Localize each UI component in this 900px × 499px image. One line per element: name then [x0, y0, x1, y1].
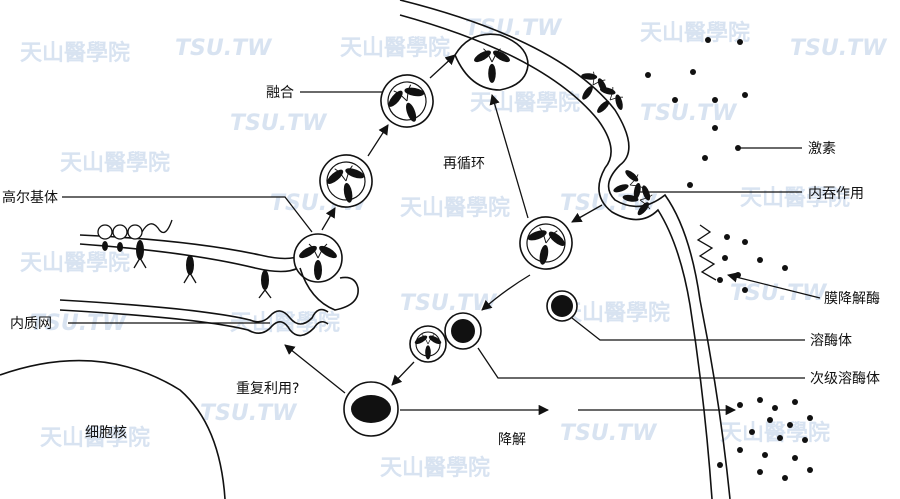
watermark-brand: 天山醫學院: [400, 195, 510, 221]
fusion-lysosome: [444, 312, 482, 350]
watermark-site: TSU.TW: [200, 401, 298, 426]
watermark-site: TSU.TW: [730, 281, 828, 306]
plasma-membrane-inner: [399, 14, 713, 499]
arrow-golgi-to-vesicle1: [321, 207, 336, 231]
watermark-brand: 天山醫學院: [40, 425, 150, 451]
label-lysosome: 溶酶体: [810, 333, 852, 349]
golgi-receptors: [97, 219, 272, 299]
watermark-brand: 天山醫學院: [720, 420, 830, 446]
watermark-brand: 天山醫學院: [470, 90, 580, 116]
label-membrane-protease: 膜降解酶: [824, 291, 880, 307]
watermark-site: TSU.TW: [230, 111, 328, 136]
watermark-brand: 天山醫學院: [560, 300, 670, 326]
watermark-brand: 天山醫學院: [740, 185, 850, 211]
watermark-brand: 天山醫學院: [20, 250, 130, 276]
arrow-reuse: [284, 344, 346, 394]
label-endocytosis: 内吞作用: [808, 186, 864, 202]
label-reuse: 重复利用?: [236, 380, 299, 397]
watermark-brand: 天山醫學院: [20, 40, 130, 66]
watermark-site: TSU.TW: [175, 36, 273, 61]
label-golgi: 高尔基体: [2, 189, 58, 206]
hormone-particles: [645, 37, 813, 481]
lysosome: [546, 290, 578, 322]
nucleus-membrane: [0, 359, 226, 499]
label-nucleus: 细胞核: [85, 425, 127, 441]
secondary-lysosome: [343, 381, 399, 437]
label-hormone: 激素: [808, 140, 836, 157]
endosome-vesicle: [516, 213, 576, 273]
golgi-vesicle: [293, 233, 343, 283]
watermark-site: TSU.TW: [790, 36, 888, 61]
label-fusion: 融合: [266, 85, 294, 101]
leader-lines: [62, 91, 805, 379]
arrow-recycle: [489, 94, 529, 219]
label-degradation: 降解: [498, 432, 526, 448]
arrow-vesicle2-to-membrane: [429, 54, 456, 79]
watermark-layer: 天山醫學院 TSU.TW 天山醫學院 TSU.TW 天山醫學院 TSU.TW 天…: [20, 16, 888, 481]
arrow-endosome-to-fusion: [481, 274, 531, 311]
golgi-membrane-lower: [79, 243, 299, 273]
watermark-site: TSU.TW: [560, 421, 658, 446]
arrow-vesicle1-to-vesicle2: [367, 124, 389, 157]
er-membrane-upper: [59, 299, 329, 325]
fusion-endosome: [409, 325, 447, 363]
pathway-arrows: [284, 54, 821, 416]
fusing-vesicle: [454, 33, 529, 91]
golgi-bud: [299, 267, 359, 311]
watermark-site: TSU.TW: [640, 101, 738, 126]
watermark-brand: 天山醫學院: [380, 455, 490, 481]
label-recycle: 再循环: [443, 156, 485, 172]
watermark-brand: 天山醫學院: [340, 35, 450, 61]
watermark-brand: 天山醫學院: [60, 150, 170, 176]
label-secondary-lysosome: 次级溶酶体: [810, 371, 880, 387]
er-membrane-lower: [59, 309, 329, 337]
plasma-membrane-outer: [399, 0, 731, 499]
arrow-fusion-to-secondary: [391, 361, 415, 386]
label-er: 内质网: [10, 316, 52, 332]
golgi-membrane-upper: [79, 234, 301, 260]
arrow-protease: [726, 272, 821, 299]
watermark-site: TSU.TW: [400, 291, 498, 316]
watermark-site: TSU.TW: [465, 16, 563, 41]
labels: 融合 再循环 高尔基体 激素 内吞作用 内质网 膜降解酶 溶酶体 重复利用? 次…: [2, 85, 880, 448]
membrane-protease-zigzag: [696, 224, 717, 281]
arrow-endocytosis-to-endosome: [571, 204, 603, 223]
watermark-brand: 天山醫學院: [640, 20, 750, 46]
